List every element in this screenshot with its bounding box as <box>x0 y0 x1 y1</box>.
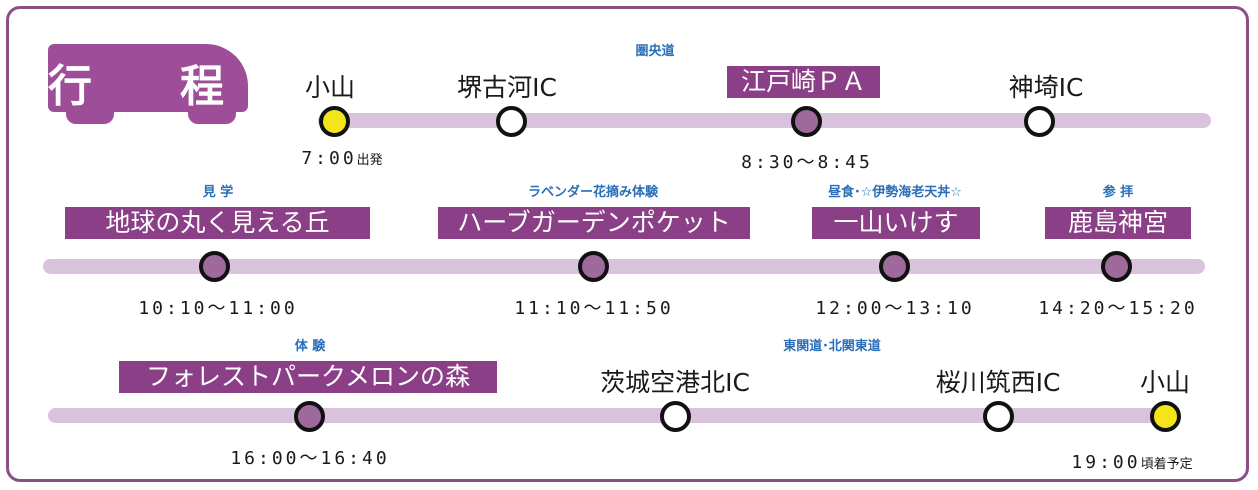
stop-node-sakai-koga-ic <box>496 106 527 137</box>
stop-name-oyama-end: 小山 <box>1139 368 1191 397</box>
category-kengaku: 見 学 <box>202 185 234 200</box>
stop-node-ichiyama <box>879 251 910 282</box>
page-title: 行 程 <box>48 61 246 112</box>
stop-node-oyama-end <box>1150 401 1181 432</box>
stop-node-sakuragawa <box>983 401 1014 432</box>
stop-name-sakuragawa-chikusei-ic: 桜川筑西IC <box>935 368 1061 397</box>
ichiyama-time: 12:00〜13:10 <box>815 298 975 319</box>
stop-node-oyama-start <box>319 106 350 137</box>
category-taiken: 体 験 <box>294 339 326 354</box>
stop-name-chikyu-no-maruku-mieru-oka: 地球の丸く見える丘 <box>65 207 370 239</box>
stop-name-ichiyama-ikesu: 一山いけす <box>812 207 980 239</box>
stop-node-oka <box>199 251 230 282</box>
stop-node-kashima <box>1101 251 1132 282</box>
route-track-1 <box>318 113 1211 128</box>
bus-wheel-left <box>66 94 114 124</box>
stop-name-forest-park-melon: フォレストパークメロンの森 <box>119 361 497 393</box>
route-track-3 <box>48 408 1168 423</box>
stop-node-ibaraki-kuko <box>660 401 691 432</box>
stop-name-kamisu-ic: 神埼IC <box>1008 73 1084 102</box>
stop-node-kamisu-ic <box>1024 106 1055 137</box>
bus-wheel-right <box>188 94 236 124</box>
route-label-ken-o-do: 圏央道 <box>635 44 675 59</box>
kashima-time: 14:20〜15:20 <box>1038 298 1198 319</box>
stop-node-herb-garden <box>578 251 609 282</box>
stop-name-sakai-koga-ic: 堺古河IC <box>457 73 557 102</box>
category-sanpai: 参 拝 <box>1102 185 1134 200</box>
stop-node-edosaki-pa <box>791 106 822 137</box>
stop-name-oyama-start: 小山 <box>304 73 356 102</box>
stop-name-herb-garden-pocket: ハーブガーデンポケット <box>438 207 750 239</box>
stop-name-kashima-jingu: 鹿島神宮 <box>1045 207 1191 239</box>
oka-time: 10:10〜11:00 <box>138 298 298 319</box>
herb-garden-time: 11:10〜11:50 <box>514 298 674 319</box>
stop-name-ibaraki-kuko-kita-ic: 茨城空港北IC <box>600 368 750 397</box>
stop-node-melon <box>294 401 325 432</box>
category-lavender: ラベンダー花摘み体験 <box>527 185 659 200</box>
route-track-2 <box>43 259 1205 274</box>
title-badge: 行 程 <box>48 44 248 128</box>
stop-name-edosaki-pa: 江戸崎ＰＡ <box>727 66 880 98</box>
departure-time: 7:00出発 <box>301 148 383 169</box>
arrival-time: 19:00頃着予定 <box>1071 452 1193 473</box>
melon-time: 16:00〜16:40 <box>230 448 390 469</box>
category-lunch: 昼食･☆伊勢海老天丼☆ <box>828 185 962 200</box>
edosaki-time: 8:30〜8:45 <box>741 152 873 173</box>
route-label-higashi-kanto: 東関道･北関東道 <box>783 339 881 354</box>
